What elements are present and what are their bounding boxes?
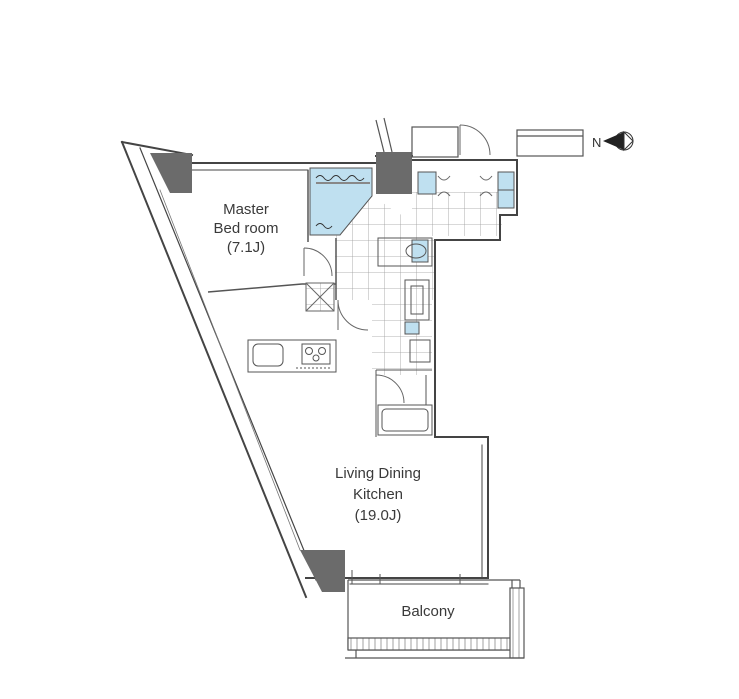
- ldk-size: (19.0J): [355, 507, 402, 524]
- label-master-bedroom: Master Bed room (7.1J): [213, 201, 278, 256]
- master-bedroom-size: (7.1J): [227, 239, 265, 256]
- master-bedroom-name-line1: Master: [223, 201, 269, 218]
- pipe-space: [305, 282, 335, 312]
- structural-columns: [150, 152, 412, 592]
- kitchen-counter[interactable]: [247, 339, 337, 373]
- ldk-name-line1: Living Dining: [335, 465, 421, 482]
- balcony-label: Balcony: [401, 603, 455, 620]
- compass-needle-icon: [603, 130, 634, 152]
- label-ldk: Living Dining Kitchen (19.0J): [335, 465, 421, 524]
- ldk-name-line2: Kitchen: [353, 486, 403, 503]
- compass: N: [592, 130, 634, 152]
- entrance-storage: [417, 171, 515, 209]
- walk-in-closet: [309, 167, 373, 236]
- bathroom-fixtures: [375, 237, 433, 437]
- alcove-top: [375, 117, 584, 158]
- door-swings: [303, 124, 491, 404]
- compass-north-letter: N: [592, 135, 601, 150]
- master-bedroom-name-line2: Bed room: [213, 220, 278, 237]
- balcony: [345, 579, 525, 659]
- tiled-hallway: [335, 192, 502, 375]
- sliding-windows: [351, 570, 461, 584]
